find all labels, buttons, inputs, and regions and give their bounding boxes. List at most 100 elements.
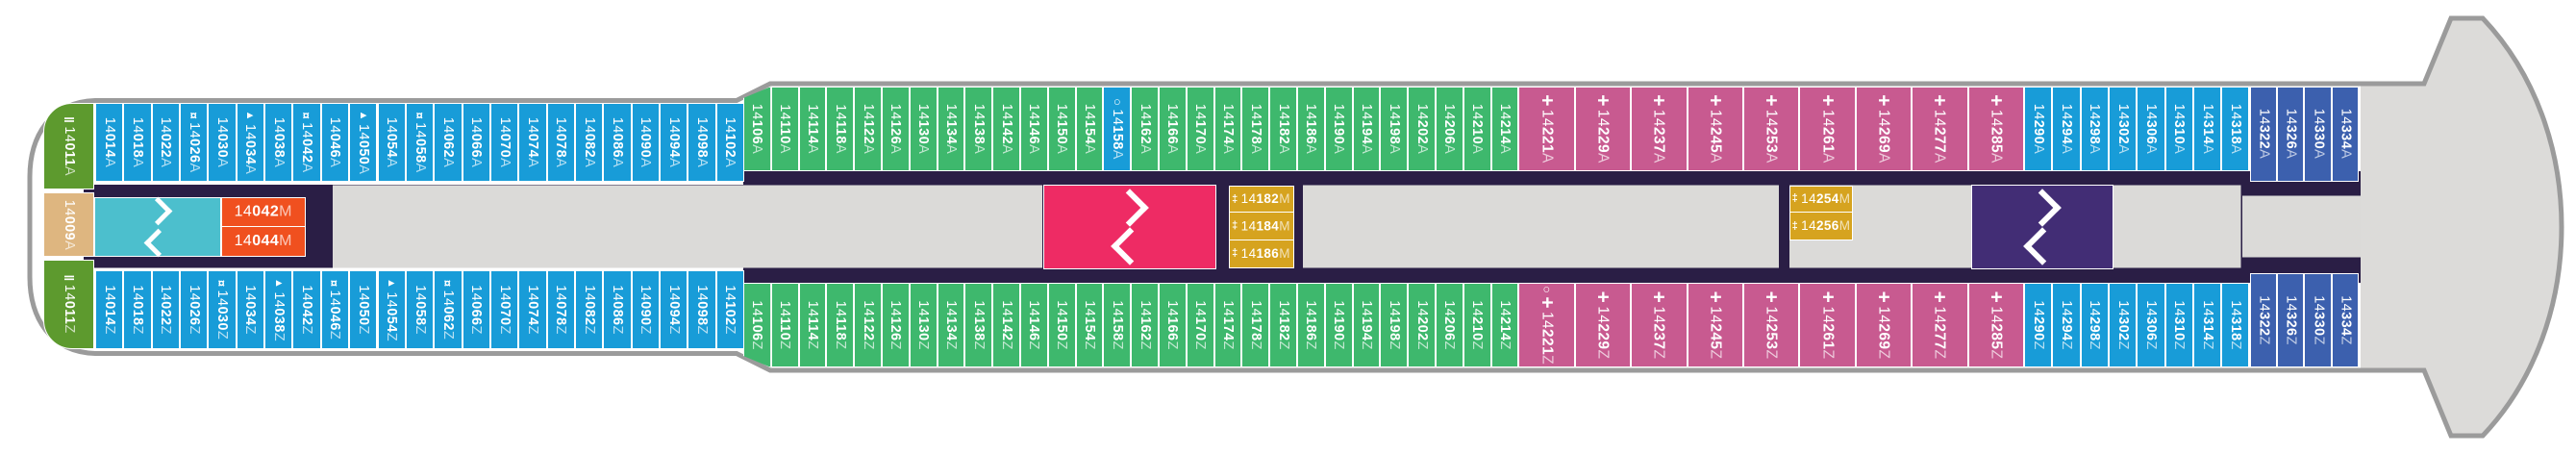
cabin-14090A[interactable]: 14090A bbox=[631, 102, 660, 182]
cabin-14190Z[interactable]: 14190Z bbox=[1324, 283, 1353, 367]
cabin-14326Z[interactable]: 14326Z bbox=[2276, 272, 2305, 367]
cabin-14150Z[interactable]: 14150Z bbox=[1047, 283, 1076, 367]
cabin-14206A[interactable]: 14206A bbox=[1436, 87, 1463, 171]
cabin-14256M[interactable]: ‡14256M bbox=[1789, 211, 1853, 240]
cabin-14245A[interactable]: +14245A bbox=[1687, 87, 1743, 171]
cabin-14154A[interactable]: 14154A bbox=[1075, 87, 1104, 171]
cabin-14038A[interactable]: 14038A bbox=[264, 102, 293, 182]
cabin-14198A[interactable]: 14198A bbox=[1380, 87, 1409, 171]
cabin-14046Z[interactable]: ¤14046Z bbox=[320, 269, 350, 349]
cabin-14298A[interactable]: 14298A bbox=[2080, 87, 2109, 171]
cabin-14034Z[interactable]: 14034Z bbox=[236, 269, 265, 349]
cabin-14210A[interactable]: 14210A bbox=[1463, 87, 1491, 171]
cabin-14310A[interactable]: 14310A bbox=[2164, 87, 2193, 171]
cabin-14210Z[interactable]: 14210Z bbox=[1463, 283, 1491, 367]
cabin-14066A[interactable]: 14066A bbox=[462, 102, 490, 182]
cabin-14178A[interactable]: 14178A bbox=[1241, 87, 1270, 171]
cabin-14166A[interactable]: 14166A bbox=[1159, 87, 1187, 171]
cabin-14330Z[interactable]: 14330Z bbox=[2304, 272, 2332, 367]
cabin-14206Z[interactable]: 14206Z bbox=[1436, 283, 1463, 367]
cabin-14074A[interactable]: 14074A bbox=[518, 102, 547, 182]
cabin-14062Z[interactable]: ¤14062Z bbox=[434, 269, 463, 349]
cabin-14229Z[interactable]: +14229Z bbox=[1574, 283, 1632, 367]
cabin-14042M[interactable]: 14042M bbox=[221, 196, 306, 227]
cabin-14011A[interactable]: ‖14011A bbox=[43, 102, 94, 189]
cabin-14130A[interactable]: 14130A bbox=[909, 87, 938, 171]
cabin-14302Z[interactable]: 14302Z bbox=[2109, 283, 2138, 367]
cabin-14062A[interactable]: 14062A bbox=[434, 102, 463, 182]
cabin-14106A[interactable]: 14106A bbox=[743, 87, 771, 171]
cabin-14322Z[interactable]: 14322Z bbox=[2249, 272, 2277, 367]
cabin-14114Z[interactable]: 14114Z bbox=[798, 283, 827, 367]
cabin-14110Z[interactable]: 14110Z bbox=[770, 283, 799, 367]
cabin-14314A[interactable]: 14314A bbox=[2192, 87, 2222, 171]
cabin-14106Z[interactable]: 14106Z bbox=[743, 283, 771, 367]
cabin-14184M[interactable]: ‡14184M bbox=[1228, 212, 1294, 240]
cabin-14253A[interactable]: +14253A bbox=[1743, 87, 1800, 171]
cabin-14098A[interactable]: 14098A bbox=[688, 102, 716, 182]
cabin-14269Z[interactable]: +14269Z bbox=[1855, 283, 1913, 367]
cabin-14011Z[interactable]: ‖14011Z bbox=[43, 259, 94, 349]
cabin-14306Z[interactable]: 14306Z bbox=[2137, 283, 2165, 367]
cabin-14154Z[interactable]: 14154Z bbox=[1075, 283, 1104, 367]
cabin-14178Z[interactable]: 14178Z bbox=[1241, 283, 1270, 367]
cabin-14082Z[interactable]: 14082Z bbox=[574, 269, 604, 349]
cabin-14194Z[interactable]: 14194Z bbox=[1352, 283, 1381, 367]
cabin-14030Z[interactable]: ¤14030Z bbox=[208, 269, 237, 349]
cabin-14261Z[interactable]: +14261Z bbox=[1799, 283, 1856, 367]
cabin-14050A[interactable]: ▲14050A bbox=[349, 102, 378, 182]
cabin-14078Z[interactable]: 14078Z bbox=[546, 269, 575, 349]
cabin-14118A[interactable]: 14118A bbox=[826, 87, 855, 171]
cabin-14245Z[interactable]: +14245Z bbox=[1687, 283, 1743, 367]
cabin-14318A[interactable]: 14318A bbox=[2221, 87, 2250, 171]
cabin-14098Z[interactable]: 14098Z bbox=[688, 269, 716, 349]
cabin-14126Z[interactable]: 14126Z bbox=[882, 283, 910, 367]
cabin-14070Z[interactable]: 14070Z bbox=[489, 269, 519, 349]
cabin-14158A[interactable]: ○14158A bbox=[1103, 87, 1132, 171]
cabin-14314Z[interactable]: 14314Z bbox=[2192, 283, 2222, 367]
cabin-14290Z[interactable]: 14290Z bbox=[2024, 283, 2053, 367]
cabin-14261A[interactable]: +14261A bbox=[1799, 87, 1856, 171]
cabin-14150A[interactable]: 14150A bbox=[1047, 87, 1076, 171]
cabin-14310Z[interactable]: 14310Z bbox=[2164, 283, 2193, 367]
cabin-14126A[interactable]: 14126A bbox=[882, 87, 910, 171]
cabin-14026Z[interactable]: 14026Z bbox=[180, 269, 209, 349]
cabin-14253Z[interactable]: +14253Z bbox=[1743, 283, 1800, 367]
cabin-14038Z[interactable]: ▲14038Z bbox=[264, 269, 293, 349]
cabin-14146A[interactable]: 14146A bbox=[1020, 87, 1048, 171]
cabin-14078A[interactable]: 14078A bbox=[546, 102, 575, 182]
cabin-14134A[interactable]: 14134A bbox=[937, 87, 965, 171]
cabin-14014A[interactable]: 14014A bbox=[95, 102, 124, 182]
cabin-14182Z[interactable]: 14182Z bbox=[1269, 283, 1297, 367]
cabin-14334Z[interactable]: 14334Z bbox=[2331, 272, 2360, 367]
cabin-14130Z[interactable]: 14130Z bbox=[909, 283, 938, 367]
cabin-14058A[interactable]: ¤14058A bbox=[405, 102, 435, 182]
cabin-14026A[interactable]: ¤14026A bbox=[180, 102, 209, 182]
cabin-14326A[interactable]: 14326A bbox=[2276, 87, 2305, 182]
cabin-14066Z[interactable]: 14066Z bbox=[462, 269, 490, 349]
cabin-14022A[interactable]: 14022A bbox=[151, 102, 181, 182]
cabin-14142A[interactable]: 14142A bbox=[992, 87, 1020, 171]
cabin-14186A[interactable]: 14186A bbox=[1297, 87, 1325, 171]
cabin-14285A[interactable]: +14285A bbox=[1967, 87, 2024, 171]
cabin-14162A[interactable]: 14162A bbox=[1131, 87, 1159, 171]
cabin-14194A[interactable]: 14194A bbox=[1352, 87, 1381, 171]
cabin-14138A[interactable]: 14138A bbox=[964, 87, 993, 171]
cabin-14090Z[interactable]: 14090Z bbox=[631, 269, 660, 349]
cabin-14082A[interactable]: 14082A bbox=[574, 102, 604, 182]
cabin-14170Z[interactable]: 14170Z bbox=[1186, 283, 1214, 367]
cabin-14182A[interactable]: 14182A bbox=[1269, 87, 1297, 171]
cabin-14044M[interactable]: 14044M bbox=[221, 225, 306, 257]
cabin-14070A[interactable]: 14070A bbox=[489, 102, 519, 182]
cabin-14214Z[interactable]: 14214Z bbox=[1490, 283, 1519, 367]
cabin-14229A[interactable]: +14229A bbox=[1574, 87, 1632, 171]
cabin-14022Z[interactable]: 14022Z bbox=[151, 269, 181, 349]
cabin-14334A[interactable]: 14334A bbox=[2331, 87, 2360, 182]
cabin-14202Z[interactable]: 14202Z bbox=[1408, 283, 1436, 367]
cabin-14318Z[interactable]: 14318Z bbox=[2221, 283, 2250, 367]
cabin-14086A[interactable]: 14086A bbox=[603, 102, 632, 182]
cabin-14306A[interactable]: 14306A bbox=[2137, 87, 2165, 171]
cabin-14009A[interactable]: 14009A bbox=[43, 192, 94, 257]
cabin-14142Z[interactable]: 14142Z bbox=[992, 283, 1020, 367]
cabin-14254M[interactable]: ‡14254M bbox=[1789, 185, 1853, 213]
